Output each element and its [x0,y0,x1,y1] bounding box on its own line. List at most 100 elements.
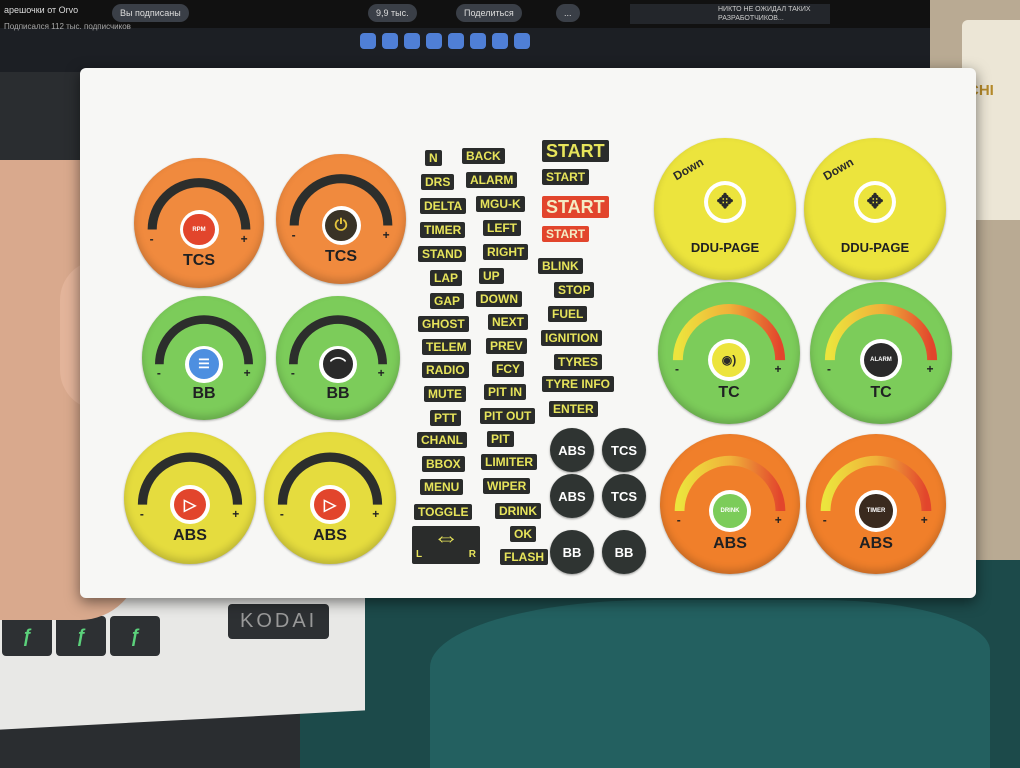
tcs-power-button[interactable]: -+⏻TCS [276,154,406,284]
icon-disc: RPM [183,213,215,246]
likes-chip: 9,9 тыс. [368,4,417,22]
small-abs-button[interactable]: ABS [550,428,594,472]
button-label: TCS [325,247,357,265]
tag-left: LEFT [483,220,521,236]
tag-mute: MUTE [424,386,466,402]
tag-prev: PREV [486,338,527,354]
abs-2-button[interactable]: -+▷ABS [264,432,396,564]
level-arc [674,455,786,512]
tag-bbox: BBOX [422,456,465,472]
keycap: ƒ [56,616,106,656]
tag-enter: ENTER [549,401,598,417]
level-arc [137,452,243,505]
tag-up: UP [479,268,504,284]
signal-icon: ◉) [711,343,747,378]
tag-limiter: LIMITER [481,454,537,470]
small-abs-button[interactable]: ABS [550,474,594,518]
tag-flash: FLASH [500,549,548,565]
wiper-icon: ⌒ [323,349,353,380]
tag-down: DOWN [476,291,522,307]
icon-disc: DRINK [713,494,747,528]
small-bb-button[interactable]: BB [550,530,594,574]
down-label: Down [671,154,707,184]
tag-fcy: FCY [492,361,524,377]
background-monitor: арешочки от Orvo Подписался 112 тыс. под… [0,0,930,72]
plus-mark: + [382,227,390,242]
small-tcs-button[interactable]: TCS [602,474,646,518]
tag-stop: STOP [554,282,595,298]
center-icon: ◉) [707,338,751,382]
minus-mark: - [156,366,161,381]
minus-mark: - [827,362,832,377]
tag-start: START [542,226,590,242]
tag-n: N [425,150,442,166]
tag-fuel: FUEL [548,306,588,322]
bb-wiper-button[interactable]: -+⌒BB [276,296,400,420]
plus-mark: + [774,362,782,377]
plus-mark: + [926,362,934,377]
minus-mark: - [139,506,144,521]
tag-lap: LAP [430,270,462,286]
down-label: Down [821,154,857,184]
center-icon: ▷ [310,484,350,525]
center-icon: ✥ [703,180,747,224]
level-arc [820,455,932,512]
button-label: TC [870,384,892,402]
tag-back: BACK [462,148,505,164]
ddu-2-button[interactable]: Down✥DDU-PAGE [804,138,946,280]
tc-sound-button[interactable]: -+◉)TC [658,282,800,424]
tc-alarm-button[interactable]: - + ALARM TC [810,282,952,424]
keyboard-brand: KODAI [228,604,330,639]
tag-gap: GAP [430,293,465,309]
small-bb-button[interactable]: BB [602,530,646,574]
icon-disc: TIMER [859,494,893,528]
tag-right: RIGHT [483,244,529,260]
tag-ok: OK [510,526,536,542]
taskbar-icon [492,33,508,49]
play-icon: ▷ [314,488,346,521]
play-icon: ▷ [174,488,206,521]
minus-mark: - [279,506,284,521]
level-arc [824,304,938,361]
taskbar-icon [514,33,530,49]
tag-blink: BLINK [538,258,583,274]
tag-pit-in: PIT IN [484,384,527,400]
tag-pit-out: PIT OUT [480,408,536,424]
center-icon: ALARM [859,338,903,382]
level-arc [277,452,383,505]
tag-drs: DRS [421,174,455,190]
center-icon: ⌒ [319,345,357,383]
taskbar-icon [426,33,442,49]
tag-wiper: WIPER [483,478,531,494]
center-icon: ✥ [853,180,897,224]
power-icon: ⏻ [325,209,357,242]
button-label: BB [192,385,216,403]
more-chip: ... [556,4,580,22]
button-label: DDU-PAGE [690,240,760,256]
taskbar-icon [404,33,420,49]
minus-mark: - [149,231,154,246]
button-label: BB [326,385,350,403]
button-label: TC [718,384,740,402]
button-label: TCS [183,251,215,269]
small-tcs-button[interactable]: TCS [602,428,646,472]
tag-start: START [542,140,609,162]
plus-mark: + [377,366,385,381]
center-icon: TIMER [855,490,897,532]
ddu-1-button[interactable]: Down✥ DDU-PAGE [654,138,796,280]
subscriber-count: Подписался 112 тыс. подписчиков [4,22,131,31]
tag-toggle: TOGGLE [414,504,473,520]
taskbar-icon [360,33,376,49]
tag-timer: TIMER [420,222,466,238]
abs-1-button[interactable]: -+▷ABS [124,432,256,564]
tag-stand: STAND [418,246,467,262]
minus-mark: - [822,513,827,527]
plus-mark: + [243,366,251,381]
bb-light-button[interactable]: -+☰BB [142,296,266,420]
tag-radio: RADIO [422,362,469,378]
tag-mgu-k: MGU-K [476,196,525,212]
